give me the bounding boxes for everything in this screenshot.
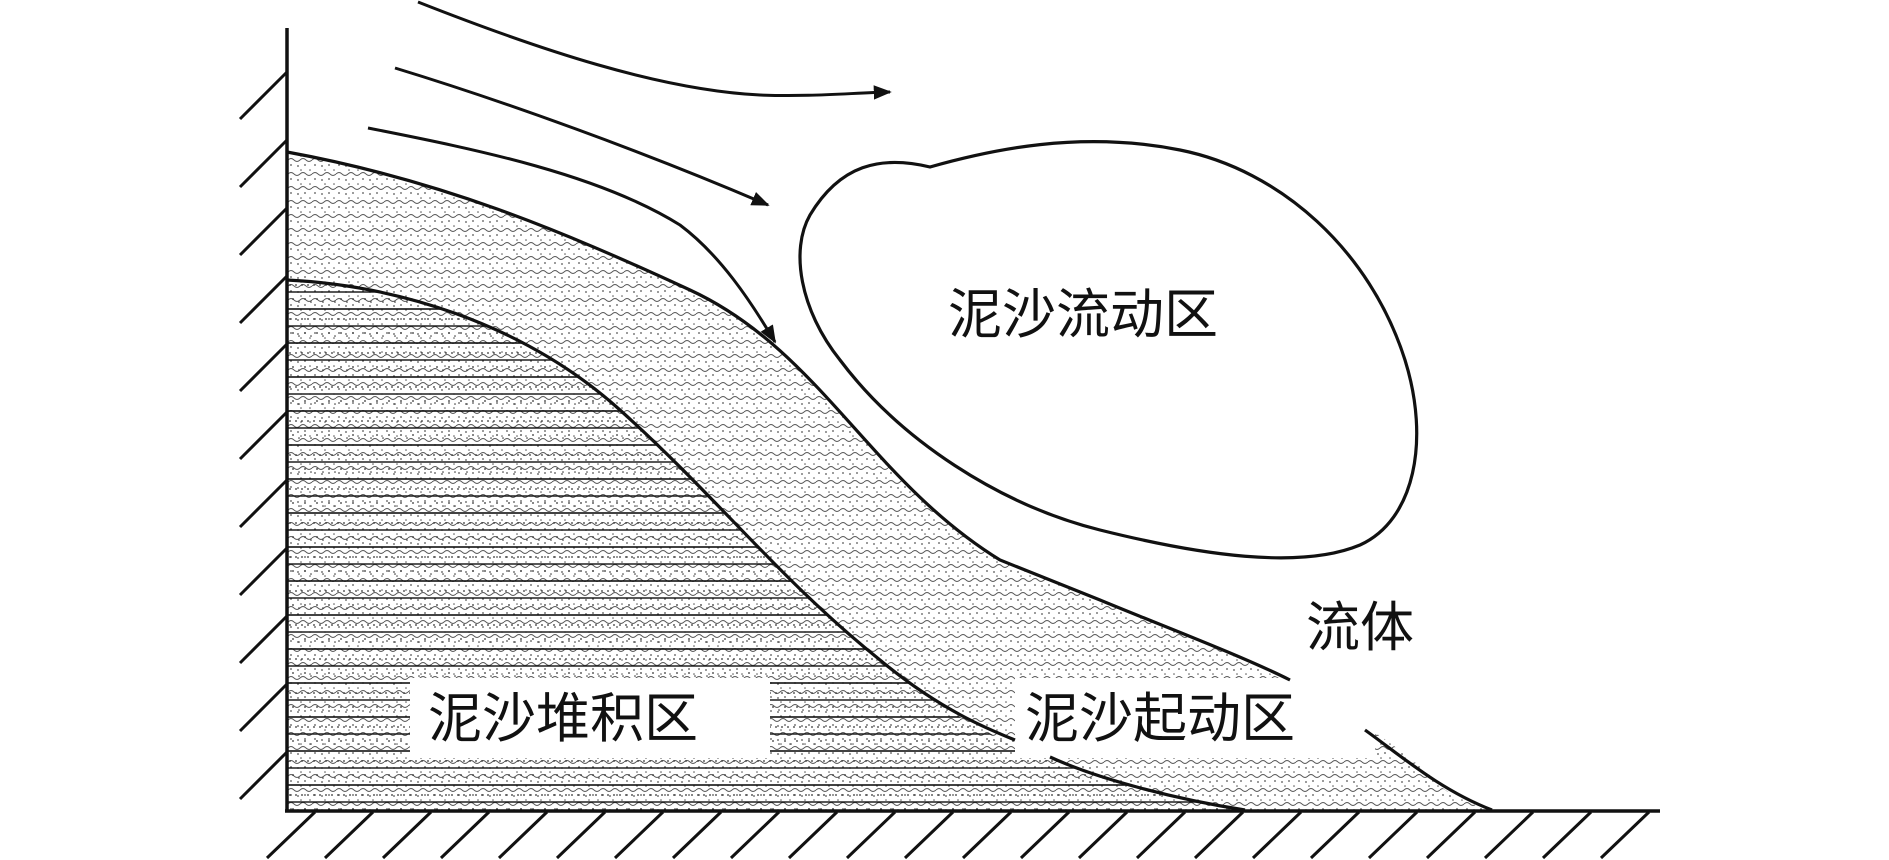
floor-hatch-mark	[845, 810, 897, 860]
deposition-label-backdrop	[410, 678, 770, 758]
floor-hatching	[265, 810, 1651, 860]
flow-arrow-middle	[394, 66, 770, 207]
incipient-label-backdrop	[1015, 678, 1375, 758]
wall-hatch-mark	[238, 682, 289, 733]
floor-hatch-mark	[1077, 810, 1129, 860]
wall-hatch-mark	[238, 138, 289, 189]
floor-hatch-mark	[1483, 810, 1535, 860]
fluid-label: 流体	[1306, 596, 1414, 659]
flow-arrow-top	[417, 0, 892, 100]
floor-hatch-mark	[1309, 810, 1361, 860]
floor-hatch-mark	[265, 810, 317, 860]
floor-hatch-mark	[1193, 810, 1245, 860]
sediment-flow-zone-label: 泥沙流动区	[948, 283, 1218, 346]
wall-hatch-mark	[238, 342, 289, 393]
floor-hatch-mark	[381, 810, 433, 860]
floor-hatch-mark	[903, 810, 955, 860]
floor-hatch-mark	[439, 810, 491, 860]
wall-hatch-mark	[238, 478, 289, 529]
floor-hatch-mark	[1425, 810, 1477, 860]
floor-hatch-mark	[1541, 810, 1593, 860]
floor-hatch-mark	[671, 810, 723, 860]
incipient-zone-boundary-lower	[1364, 728, 1493, 812]
floor-hatch-mark	[787, 810, 839, 860]
floor-hatch-mark	[1367, 810, 1419, 860]
left-wall-hatching	[238, 70, 289, 801]
floor-hatch-mark	[497, 810, 549, 860]
wall-hatch-mark	[238, 274, 289, 325]
floor-hatch-mark	[729, 810, 781, 860]
wall-hatch-mark	[238, 410, 289, 461]
deposition-zone-boundary-lower	[1049, 755, 1246, 812]
floor-hatch-mark	[613, 810, 665, 860]
sediment-incipient-zone-label: 泥沙起动区	[1025, 687, 1295, 750]
wall-hatch-mark	[238, 70, 289, 121]
wall-hatch-mark	[238, 206, 289, 257]
sediment-deposition-zone-label: 泥沙堆积区	[428, 687, 698, 750]
deposition-zone-fill	[287, 280, 1245, 810]
floor-hatch-mark	[961, 810, 1013, 860]
wall-hatch-mark	[238, 546, 289, 597]
sediment-flow-zone-outline	[798, 140, 1419, 560]
floor-hatch-mark	[555, 810, 607, 860]
floor-hatch-mark	[1019, 810, 1071, 860]
floor-hatch-mark	[1135, 810, 1187, 860]
deposition-zone-boundary	[286, 278, 1016, 742]
flow-arrow-bottom	[367, 126, 777, 344]
incipient-zone-boundary	[286, 150, 1291, 682]
floor-hatch-mark	[1599, 810, 1651, 860]
wall-hatch-mark	[238, 750, 289, 801]
floor-hatch-mark	[1251, 810, 1303, 860]
wall-hatch-mark	[238, 614, 289, 665]
floor-hatch-mark	[323, 810, 375, 860]
